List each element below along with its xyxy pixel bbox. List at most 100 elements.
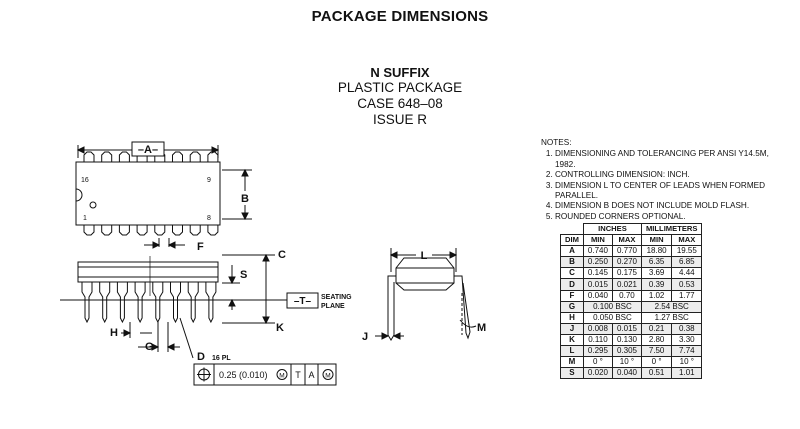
seating-plane-label-1: SEATING [321,294,352,301]
table-cell: 0.21 [640,322,673,335]
table-cell: J [560,322,584,335]
pin-16-label: 16 [81,177,89,184]
table-cell: 0.008 [582,322,613,335]
bottom-pin [172,225,183,236]
table-cell: L [560,345,584,358]
top-pin [207,151,219,162]
side-lead [81,282,93,324]
table-cell: 0.38 [671,322,703,335]
table-cell: 0 ° [640,356,673,369]
side-lead [205,282,217,324]
tolerance-modifier-1: M [279,373,284,380]
tolerance-datum-a: A [308,370,314,380]
table-cell: D [560,278,584,291]
note-item: DIMENSIONING AND TOLERANCING PER ANSI Y1… [555,149,791,170]
table-cell: M [560,356,584,369]
table-cell: 0.040 [582,289,613,302]
table-cell: F [560,289,584,302]
table-cell: 1.27 BSC [640,311,703,324]
table-cell: 0.015 [611,322,642,335]
table-cell: 0.305 [611,345,642,358]
table-cell: G [560,300,584,313]
table-cell: 4.44 [671,267,703,280]
note-item: DIMENSION L TO CENTER OF LEADS WHEN FORM… [555,181,791,202]
table-cell: 0.100 BSC [582,300,642,313]
table-cell: 0.70 [611,289,642,302]
table-cell: H [560,311,584,324]
pin1-marker [89,201,97,209]
top-pin [172,151,183,162]
table-cell: 0.145 [582,267,613,280]
label-k: K [276,322,284,334]
side-lead [152,282,164,324]
label-h: H [110,327,118,339]
table-cell: 0.53 [671,278,703,291]
table-cell: B [560,256,584,269]
note-item: DIMENSION B DOES NOT INCLUDE MOLD FLASH. [555,201,791,211]
label-g: G [145,341,154,353]
table-cell: 2.54 BSC [640,300,703,313]
side-view [60,253,337,386]
bottom-pin [154,225,166,236]
label-b: B [241,193,249,205]
label-l: L [421,250,428,262]
label-f: F [197,241,204,253]
header-dim: DIM [560,234,584,247]
table-cell: 1.77 [671,289,703,302]
header-inches: INCHES [582,222,642,236]
header-millimeters: MILLIMETERS [640,222,703,236]
top-pin [189,151,201,162]
table-cell: 0.015 [582,278,613,291]
notes-heading: NOTES: [541,138,572,147]
note-item: ROUNDED CORNERS OPTIONAL. [555,212,791,222]
table-cell: 6.35 [640,256,673,269]
pin1-notch [75,188,83,202]
table-cell: 1.02 [640,289,673,302]
header-in-min: MIN [582,234,613,247]
table-cell: 0.770 [611,245,642,258]
header-mm-max: MAX [671,234,703,247]
table-cell: 0.295 [582,345,613,358]
table-cell: 18.80 [640,245,673,258]
table-cell: 0.050 BSC [582,311,642,324]
table-cell: 3.30 [671,333,703,347]
label-s: S [240,269,247,281]
pin-8-label: 8 [207,215,211,222]
table-cell: A [560,245,584,258]
side-lead [170,282,181,324]
end-view [375,248,477,341]
page-title: PACKAGE DIMENSIONS [311,8,489,25]
end-view-body [395,257,455,291]
side-lead [99,282,111,324]
table-cell: 10 ° [611,356,642,369]
table-cell: 7.74 [671,345,703,358]
table-cell: 6.85 [671,256,703,269]
table-cell: 2.80 [640,333,673,347]
table-cell: 19.55 [671,245,703,258]
label-a: –A– [138,144,158,156]
note-item: CONTROLLING DIMENSION: INCH. [555,170,791,180]
table-cell: K [560,333,584,347]
label-d: D [197,351,205,363]
pin-9-label: 9 [207,177,211,184]
bottom-pin [101,225,113,236]
side-view-body [77,261,219,283]
notes: NOTES: DIMENSIONING AND TOLERANCING PER … [541,138,791,222]
top-pin [101,151,113,162]
table-cell: 0.040 [611,367,642,380]
bottom-pin [136,225,148,236]
bottom-pin [189,225,201,236]
table-cell: 0.250 [582,256,613,269]
top-view [75,141,253,249]
package-issue: ISSUE R [372,112,427,127]
top-view-body [75,161,221,226]
tolerance-modifier-2: M [325,373,330,380]
